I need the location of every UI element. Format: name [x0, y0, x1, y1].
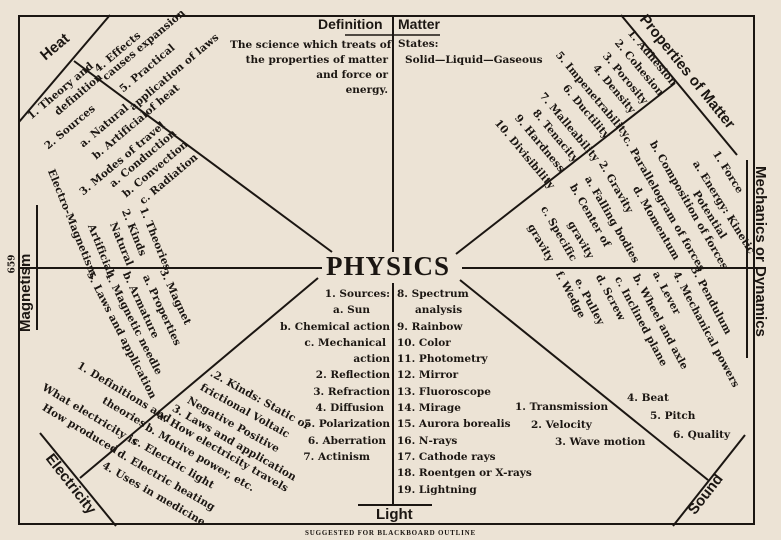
light-item: 18. Roentgen or X-rays: [397, 467, 532, 480]
top-right-diagonal: [455, 82, 676, 255]
electricity-corner-line: [39, 432, 117, 527]
light-item: 2. Reflection: [315, 369, 390, 382]
definition-line: The science which treats of: [230, 39, 392, 51]
light-item: 8. Spectrum: [397, 288, 469, 300]
light-item: 5. Polarization: [304, 418, 390, 431]
magnetism-label: Magnetism: [17, 253, 34, 332]
light-item: 14. Mirage: [397, 402, 461, 415]
definition-line: and force or: [316, 69, 388, 81]
sound-item: 6. Quality: [673, 429, 731, 441]
properties-corner-line: [620, 14, 738, 156]
light-label: Light: [376, 506, 413, 523]
heat-corner-line: [18, 14, 111, 123]
definition-line: energy.: [345, 84, 388, 96]
light-item: 12. Mirror: [397, 369, 459, 382]
sound-item: 2. Velocity: [531, 419, 592, 431]
footer-caption: SUGGESTED FOR BLACKBOARD OUTLINE: [305, 529, 476, 537]
light-item: 6. Aberration: [307, 434, 386, 447]
bottom-right-diagonal: [459, 279, 709, 481]
light-item: 9. Rainbow: [397, 320, 463, 333]
light-item: 13. Fluoroscope: [397, 385, 491, 398]
bottom-left-diagonal: [79, 277, 319, 479]
matter-states-list: Solid—Liquid—Gaseous: [405, 54, 543, 66]
light-item: 15. Aurora borealis: [397, 418, 511, 431]
sound-item: 1. Transmission: [515, 401, 609, 413]
light-item: b. Chemical action: [280, 320, 390, 333]
matter-heading: Matter: [398, 16, 441, 32]
matter-states-label: States:: [398, 38, 439, 50]
light-item: 7. Actinism: [303, 450, 370, 463]
light-item: 1. Sources:: [324, 288, 390, 300]
definition-text: The science which treats of the properti…: [230, 38, 392, 98]
light-item: action: [353, 353, 390, 366]
sound-item: 3. Wave motion: [555, 436, 646, 448]
light-item: 10. Color: [397, 336, 451, 349]
light-item: a. Sun: [333, 304, 370, 317]
sound-item: 5. Pitch: [650, 410, 696, 422]
light-item: 4. Diffusion: [315, 402, 384, 415]
light-item: c. Mechanical: [304, 336, 386, 349]
definition-heading: Definition: [318, 16, 383, 32]
light-item: 17. Cathode rays: [397, 450, 496, 463]
physics-title: PHYSICS: [326, 251, 451, 281]
outline-frame: [18, 15, 755, 525]
light-item: 19. Lightning: [397, 483, 477, 496]
light-item: 3. Refraction: [313, 385, 390, 398]
light-left-column: 1. Sources: a. Sun b. Chemical action c.…: [280, 286, 390, 465]
light-item: 16. N-rays: [397, 434, 458, 447]
definition-line: the properties of matter: [245, 54, 388, 66]
light-item: 11. Photometry: [397, 353, 488, 366]
mechanics-label: Mechanics or Dynamics: [752, 166, 769, 337]
light-right-column: 8. Spectrum analysis 9. Rainbow 10. Colo…: [397, 286, 532, 498]
sound-corner-line: [672, 434, 746, 527]
sound-item: 4. Beat: [627, 392, 669, 404]
top-left-diagonal: [73, 60, 333, 253]
light-item: analysis: [415, 304, 463, 317]
